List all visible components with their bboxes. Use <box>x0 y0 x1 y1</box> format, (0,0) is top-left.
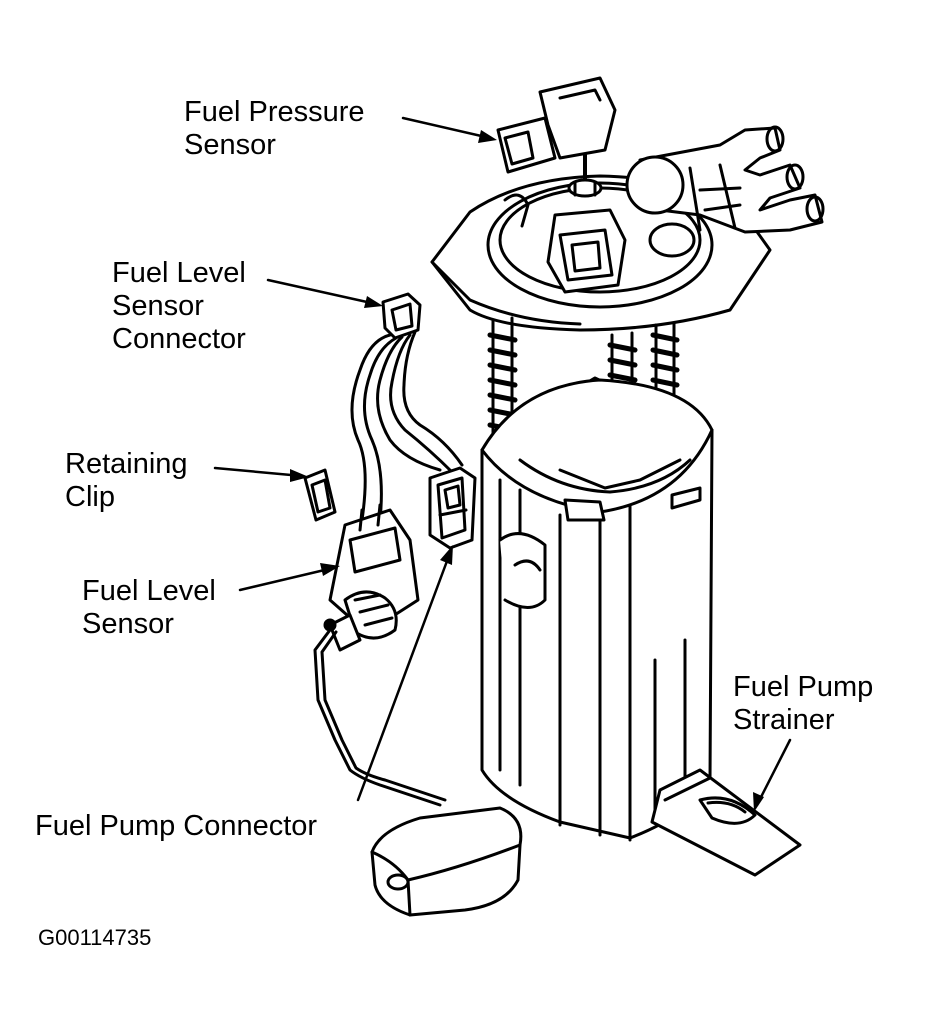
float-arm <box>313 628 447 807</box>
label-line: Connector <box>112 323 246 355</box>
reservoir-body <box>480 378 714 842</box>
label-line: Fuel Level <box>82 575 216 607</box>
label-fuel-level-sensor: Fuel Level Sensor <box>82 575 216 641</box>
fuel-pressure-sensor-part <box>496 76 617 198</box>
arrowheads <box>290 130 764 812</box>
label-line: Fuel Pump Connector <box>35 810 318 842</box>
label-fuel-level-sensor-connector: Fuel Level Sensor Connector <box>112 257 246 356</box>
fuel-pump-strainer-part <box>650 768 802 877</box>
fuel-outlet-fittings <box>625 125 825 258</box>
label-line: Clip <box>65 481 115 513</box>
fuel-level-sensor-wiring <box>350 292 464 522</box>
label-fuel-pump-connector: Fuel Pump Connector <box>35 810 317 843</box>
fuel-level-sensor-part <box>323 503 420 652</box>
label-fuel-pressure-sensor: Fuel Pressure Sensor <box>184 96 365 162</box>
label-line: Fuel Pump <box>733 671 874 703</box>
label-line: Fuel Level <box>112 257 246 289</box>
label-line: Fuel Pressure <box>184 96 365 128</box>
label-retaining-clip: Retaining Clip <box>65 448 188 514</box>
retaining-clip-part <box>303 468 337 522</box>
leader-arrows <box>213 116 792 807</box>
label-line: Sensor <box>184 129 276 161</box>
label-fuel-pump-strainer: Fuel Pump Strainer <box>733 671 873 737</box>
figure-id: G00114735 <box>38 925 152 950</box>
top-electrical-connector <box>546 208 627 294</box>
fuel-pump-connector-part <box>428 466 477 550</box>
label-line: Sensor <box>112 290 204 322</box>
label-line: Strainer <box>733 704 835 736</box>
float-part <box>370 806 523 917</box>
label-line: Retaining <box>65 448 188 480</box>
label-line: Sensor <box>82 608 174 640</box>
